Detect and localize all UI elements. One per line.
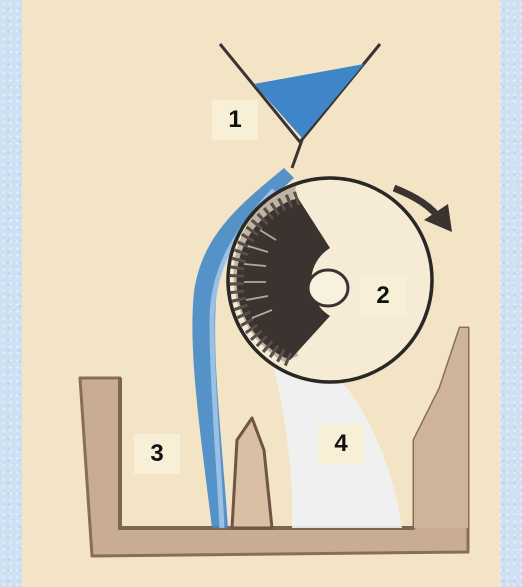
hopper-spout <box>292 140 302 168</box>
label-2: 2 <box>360 276 406 316</box>
label-4: 4 <box>318 424 364 464</box>
label-3: 3 <box>134 434 180 474</box>
drum-axle <box>308 270 348 306</box>
label-1: 1 <box>212 100 258 140</box>
divider-ridge <box>232 418 272 528</box>
hopper-powder <box>254 64 364 138</box>
magnetic-separator-diagram <box>22 0 500 587</box>
trough-right-wall-fill <box>414 328 468 528</box>
